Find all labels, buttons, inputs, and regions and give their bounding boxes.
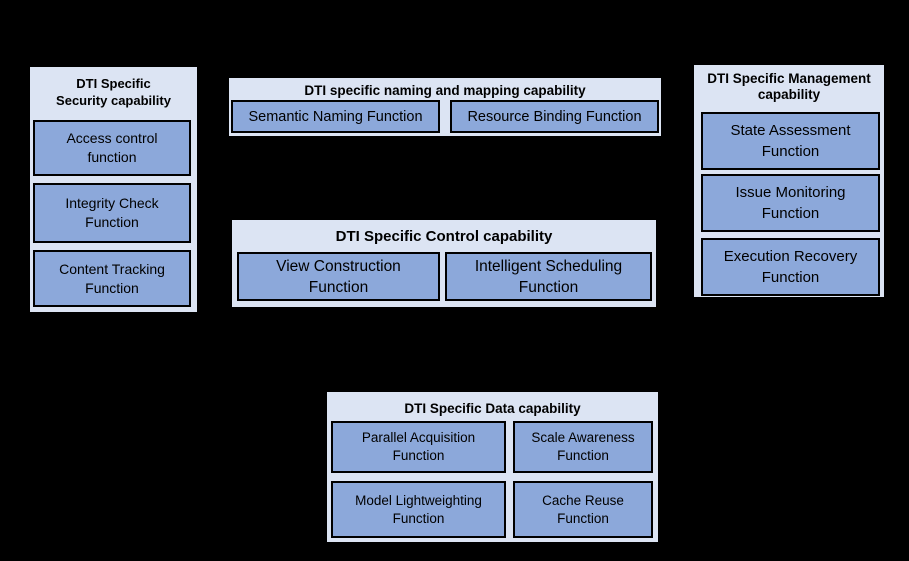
function-label: Function — [557, 510, 609, 526]
management-capability-title: DTI Specific Management capability — [694, 65, 884, 103]
function-box-semantic-naming: Semantic Naming Function — [231, 100, 440, 133]
naming-mapping-capability-title: DTI specific naming and mapping capabili… — [304, 83, 586, 98]
function-label: Function — [308, 278, 369, 296]
function-label: Access control — [66, 130, 158, 146]
management-title-line2: capability — [757, 87, 821, 102]
function-label: Function — [761, 205, 820, 222]
management-capability-group: DTI Specific Management capability State… — [692, 63, 886, 299]
function-label: Model Lightweighting — [355, 492, 482, 508]
function-label: Intelligent Scheduling — [474, 257, 623, 275]
data-capability-title: DTI Specific Data capability — [404, 401, 581, 416]
function-label: Issue Monitoring — [735, 184, 846, 201]
function-label: View Construction — [276, 257, 401, 275]
function-label: Function — [85, 214, 139, 230]
function-label: Function — [557, 448, 609, 463]
function-label: Semantic Naming Function — [248, 108, 423, 125]
control-capability-group: DTI Specific Control capability View Con… — [230, 218, 658, 309]
function-label: Content Tracking — [59, 260, 165, 277]
function-label: Integrity Check — [65, 195, 159, 211]
function-label: Function — [392, 510, 445, 526]
management-title-line1: DTI Specific Management — [707, 71, 871, 86]
naming-mapping-capability-group: DTI specific naming and mapping capabili… — [227, 76, 663, 138]
function-label: Parallel Acquisition — [361, 430, 476, 445]
function-box-resource-binding: Resource Binding Function — [450, 100, 659, 133]
data-capability-group: DTI Specific Data capability Parallel Ac… — [325, 390, 660, 544]
security-capability-title: DTI Specific Security capability — [30, 67, 197, 109]
security-capability-group: DTI Specific Security capability Access … — [28, 65, 199, 314]
function-label: Function — [761, 143, 820, 160]
function-label: Execution Recovery — [723, 248, 858, 265]
control-capability-title: DTI Specific Control capability — [335, 228, 553, 245]
function-label: Resource Binding Function — [467, 108, 642, 125]
function-box-access-control: Access control function — [33, 120, 191, 176]
function-label: Function — [761, 269, 820, 286]
security-title-line2: Security capability — [56, 93, 171, 108]
function-label: Function — [85, 279, 139, 296]
function-label: Cache Reuse — [542, 492, 624, 508]
function-label: Function — [518, 278, 579, 296]
function-label: State Assessment — [730, 122, 851, 139]
security-title-line1: DTI Specific — [76, 76, 151, 91]
function-label: Scale Awareness — [531, 430, 635, 445]
function-label: Function — [392, 448, 445, 463]
function-label: function — [87, 149, 137, 165]
